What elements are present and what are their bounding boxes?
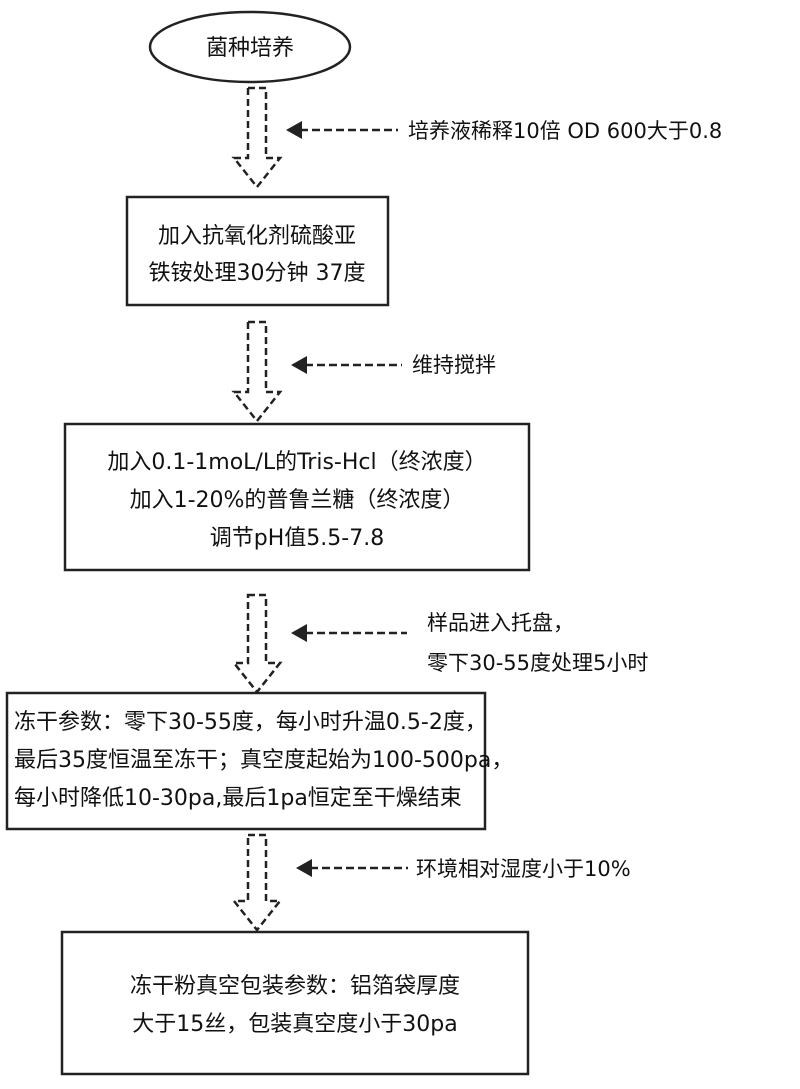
step-3-line-2: 最后35度恒温至冻干；真空度起始为100-500pa， bbox=[14, 748, 513, 773]
annotation-4: 环境相对湿度小于10% bbox=[416, 857, 631, 881]
step-1-box bbox=[125, 195, 390, 307]
step-4-line-1: 冻干粉真空包装参数：铝箔袋厚度 bbox=[130, 974, 460, 999]
step-2-line-1: 加入0.1-1moL/L的Tris-Hcl（终浓度） bbox=[107, 450, 486, 475]
flow-arrow-1 bbox=[231, 86, 283, 190]
side-arrow-3 bbox=[291, 624, 407, 642]
side-arrow-1 bbox=[286, 121, 398, 139]
flow-arrow-2 bbox=[231, 320, 283, 424]
step-3-line-3: 每小时降低10-30pa,最后1pa恒定至干燥结束 bbox=[14, 786, 462, 811]
step-4-box bbox=[60, 930, 530, 1076]
step-2-line-2: 加入1-20%的普鲁兰糖（终浓度） bbox=[130, 488, 465, 513]
step-2-line-3: 调节pH值5.5-7.8 bbox=[210, 526, 384, 551]
step-1-line-2: 铁铵处理30分钟 37度 bbox=[149, 261, 366, 286]
side-arrow-2 bbox=[291, 356, 402, 374]
annotation-3-line-1: 样品进入托盘， bbox=[427, 611, 574, 635]
step-1-line-1: 加入抗氧化剂硫酸亚 bbox=[158, 224, 356, 249]
step-4-line-2: 大于15丝，包装真空度小于30pa bbox=[132, 1012, 457, 1037]
side-arrow-4 bbox=[296, 859, 408, 877]
annotation-3-line-2: 零下30-55度处理5小时 bbox=[427, 651, 648, 675]
start-label: 菌种培养 bbox=[206, 36, 294, 61]
start-ellipse bbox=[148, 10, 352, 84]
step-3-line-1: 冻干参数：零下30-55度，每小时升温0.5-2度， bbox=[14, 710, 487, 735]
annotation-1: 培养液稀释10倍 OD 600大于0.8 bbox=[408, 119, 722, 143]
annotation-2: 维持搅拌 bbox=[412, 353, 496, 377]
step-2-box bbox=[63, 422, 531, 572]
step-3-box bbox=[5, 691, 487, 831]
flow-arrow-4 bbox=[231, 833, 283, 933]
flow-arrow-3 bbox=[231, 593, 283, 695]
